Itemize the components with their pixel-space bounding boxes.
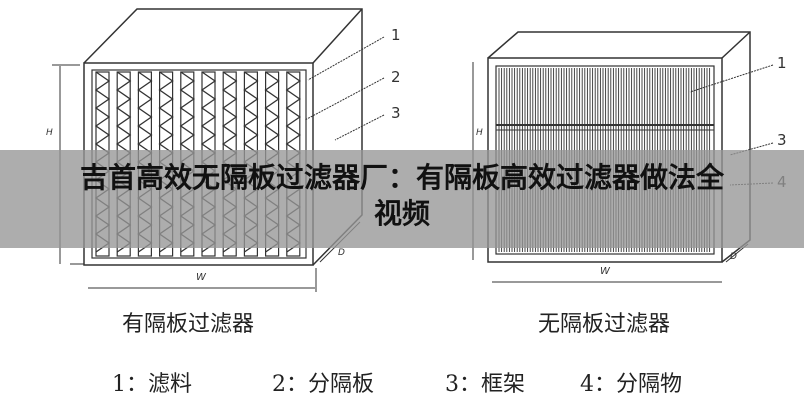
right-height-label: H (476, 128, 483, 138)
overlay-title-line-1: 吉首高效无隔板过滤器厂：有隔板高效过滤器做法全 (79, 161, 724, 194)
legend-item-2: 2：分隔板 (272, 372, 374, 397)
left-height-label: H (46, 128, 53, 138)
left-depth-label: D (338, 248, 345, 258)
right-caption: 无隔板过滤器 (538, 312, 671, 337)
right-depth-label: D (730, 252, 737, 262)
left-callout-1: 1 (391, 26, 401, 44)
left-callout-2: 2 (391, 68, 401, 86)
right-width-label: W (600, 266, 610, 277)
title-overlay-band (0, 150, 804, 248)
left-caption: 有隔板过滤器 (122, 312, 255, 337)
legend-item-1: 1：滤料 (112, 372, 192, 397)
overlay-title: 吉首高效无隔板过滤器厂：有隔板高效过滤器做法全 视频 (0, 160, 804, 232)
right-callout-1: 1 (777, 54, 787, 72)
left-callout-3: 3 (391, 104, 401, 122)
legend-item-3: 3：框架 (445, 372, 525, 397)
overlay-title-line-2: 视频 (373, 197, 430, 230)
right-callout-3: 3 (777, 131, 787, 149)
left-width-label: W (196, 272, 206, 283)
legend-item-4: 4：分隔物 (580, 372, 682, 397)
